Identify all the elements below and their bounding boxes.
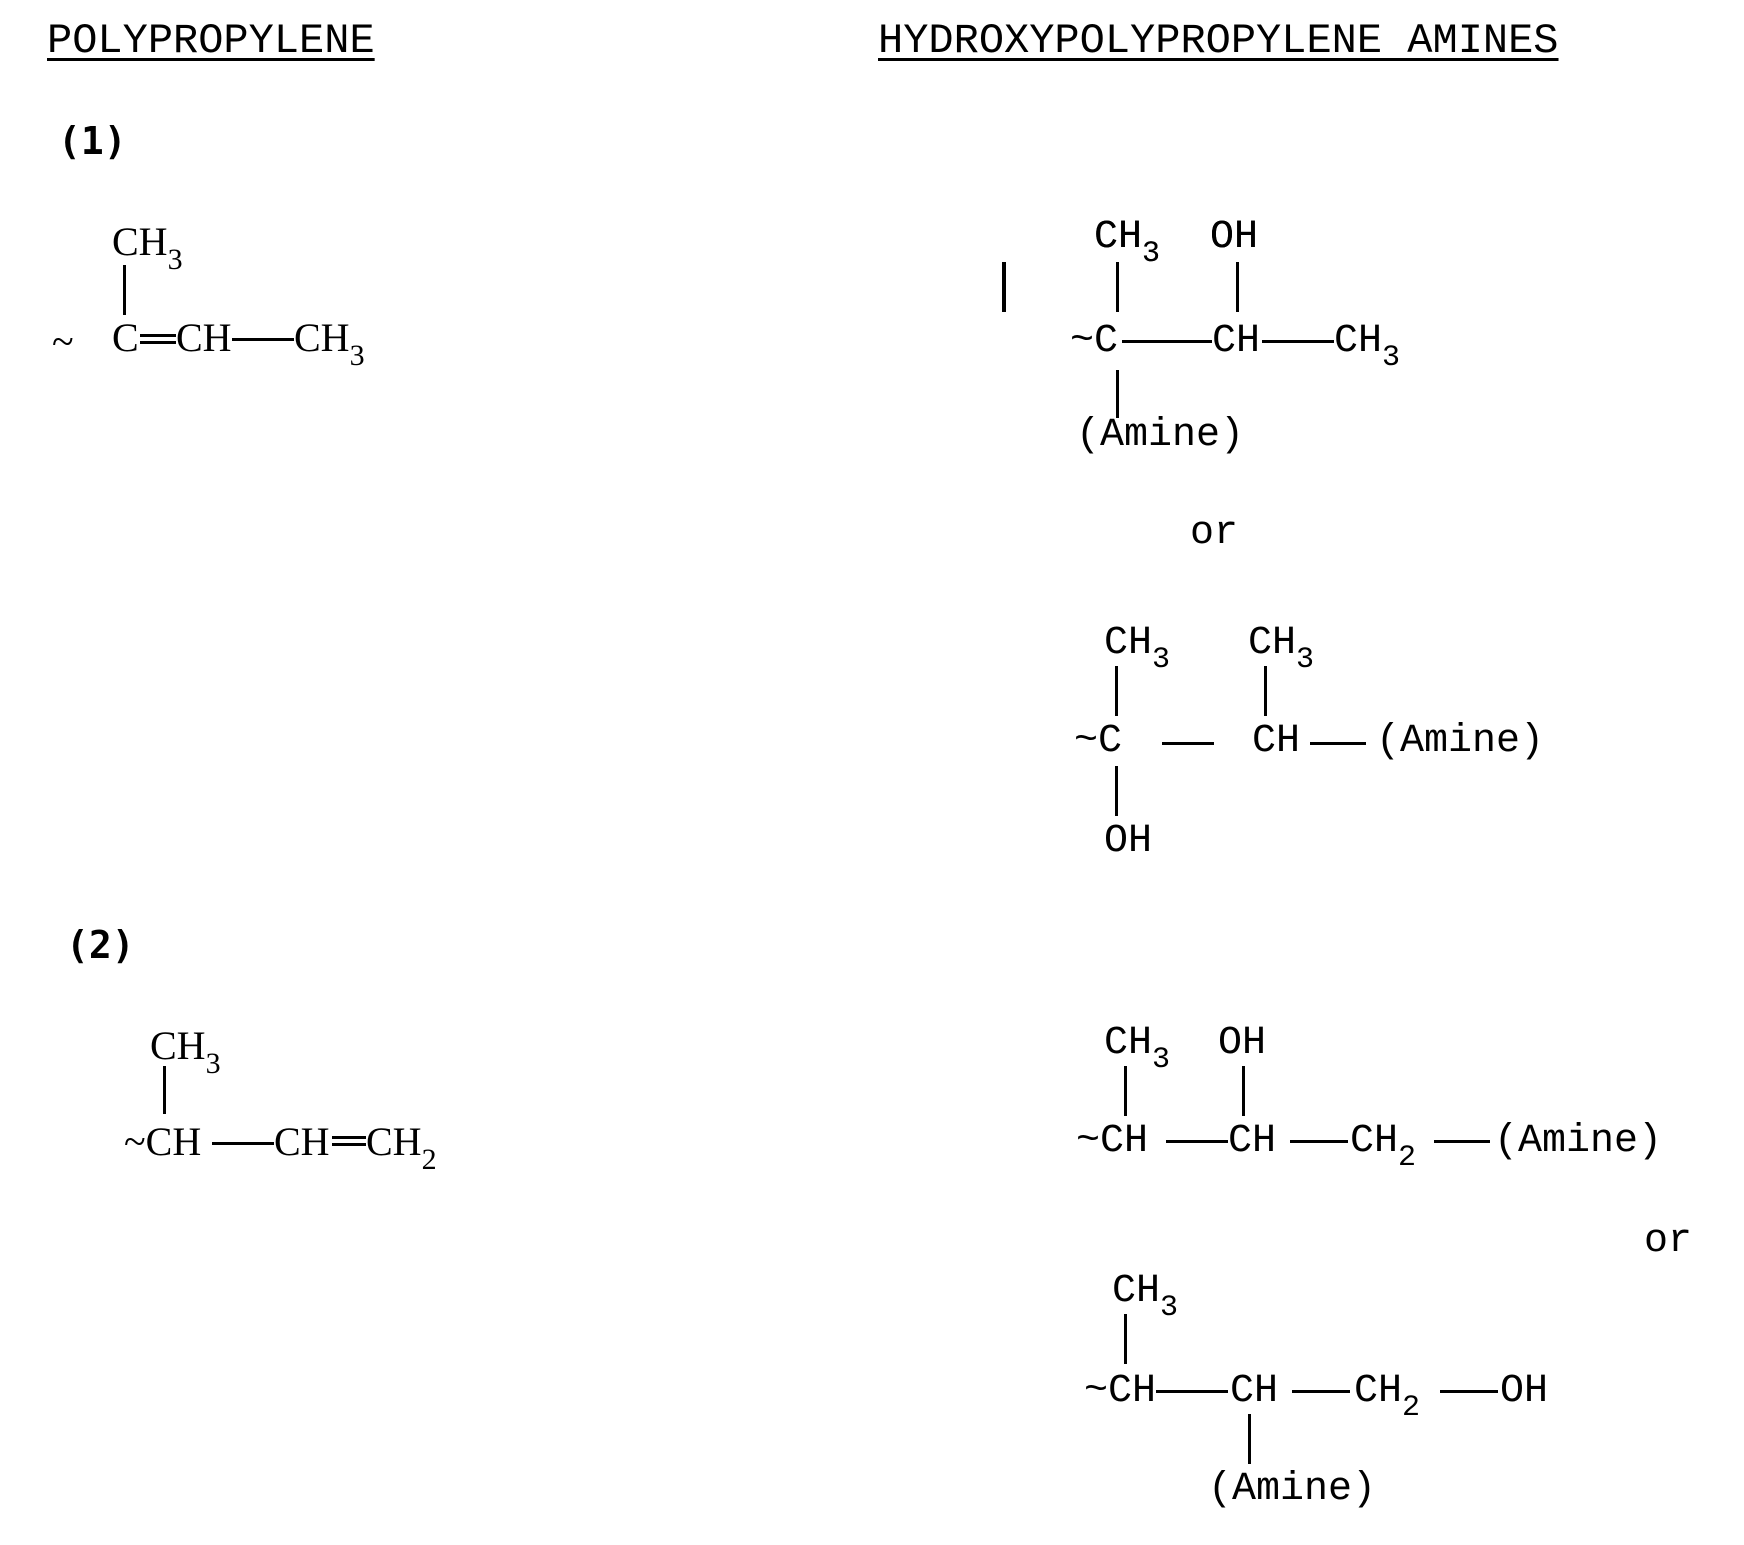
methyl-end: CH3 [294, 315, 365, 372]
methine: CH [1252, 719, 1301, 764]
hydroxyl-group: OH [1210, 215, 1259, 260]
bond-horizontal [1440, 1390, 1498, 1393]
methyl-group: CH3 [150, 1023, 221, 1080]
tilde-methine: ~CH [124, 1119, 202, 1164]
amine-group: (Amine) [1376, 719, 1545, 764]
methyl-group: CH3 [1104, 1021, 1171, 1077]
tilde-carbon: ~C [1074, 719, 1123, 764]
tilde: ~ [52, 319, 74, 364]
bond-vertical-ch3 [1124, 1066, 1127, 1116]
methyl-end: CH3 [1334, 319, 1401, 375]
methine: CH [274, 1119, 330, 1164]
bond-vertical-ch3 [1124, 1314, 1127, 1364]
bond-vertical-oh [1242, 1066, 1245, 1116]
bond-horizontal [1434, 1140, 1490, 1143]
bond-horizontal [1310, 742, 1366, 745]
amine-group: (Amine) [1494, 1119, 1663, 1164]
bond-horizontal [1156, 1390, 1228, 1393]
methyl-group: CH3 [1094, 215, 1161, 271]
bond-vertical-ch3 [1116, 262, 1119, 312]
methylene-end: CH2 [366, 1119, 437, 1176]
methine: CH [176, 315, 232, 360]
bond-horizontal [1162, 742, 1214, 745]
methyl-group: CH3 [1112, 1269, 1179, 1325]
bond-horizontal [1122, 340, 1212, 343]
double-bond [332, 1136, 366, 1146]
bond-vertical-amine [1248, 1414, 1251, 1464]
bond-horizontal [1166, 1140, 1228, 1143]
methyl-group: CH3 [1104, 621, 1171, 677]
methine: CH [1228, 1119, 1277, 1164]
label-structure-2: (2) [66, 923, 135, 967]
methylene: CH2 [1350, 1119, 1417, 1175]
bond-horizontal [1262, 340, 1334, 343]
hydroxyl-group-s1a: OH [1210, 215, 1259, 260]
bond-vertical-ch3 [1003, 262, 1006, 310]
or-connector-2: or [1644, 1219, 1693, 1264]
bond-horizontal [232, 338, 294, 341]
bond-horizontal [212, 1142, 274, 1145]
bond-horizontal [1292, 1390, 1350, 1393]
hydroxyl-group: OH [1218, 1021, 1267, 1066]
methine: CH [1212, 319, 1261, 364]
tilde-methine: ~CH [1076, 1119, 1149, 1164]
tilde-methine: ~CH [1084, 1369, 1157, 1414]
bond-vertical [163, 1066, 166, 1114]
bond-vertical-ch3 [1264, 666, 1267, 716]
amine-group: (Amine) [1208, 1467, 1377, 1512]
header-hydroxypolypropylene-amines: HYDROXYPOLYPROPYLENE AMINES [878, 17, 1559, 65]
hydroxyl-group: OH [1500, 1369, 1549, 1414]
bond-horizontal [1290, 1140, 1348, 1143]
methine: CH [1230, 1369, 1279, 1414]
amine-group: (Amine) [1076, 413, 1245, 458]
methyl-group: CH3 [112, 219, 183, 276]
bond-vertical-ch3 [1115, 666, 1118, 716]
carbon: C [112, 315, 139, 360]
hydroxyl-group: OH [1104, 819, 1153, 864]
header-polypropylene: POLYPROPYLENE [47, 17, 375, 65]
bond-vertical [123, 265, 126, 315]
methylene: CH2 [1354, 1369, 1421, 1425]
tilde-carbon: ~C [1070, 319, 1119, 364]
label-structure-1: (1) [58, 119, 127, 163]
bond-vertical-oh [1236, 262, 1239, 312]
double-bond [140, 334, 176, 344]
bond-vertical-amine [1116, 370, 1119, 418]
methyl-group: CH3 [1248, 621, 1315, 677]
methyl-group-s1a: CH3 [1094, 215, 1161, 271]
bond-vertical-oh [1115, 766, 1118, 816]
or-connector-1: or [1190, 511, 1239, 556]
